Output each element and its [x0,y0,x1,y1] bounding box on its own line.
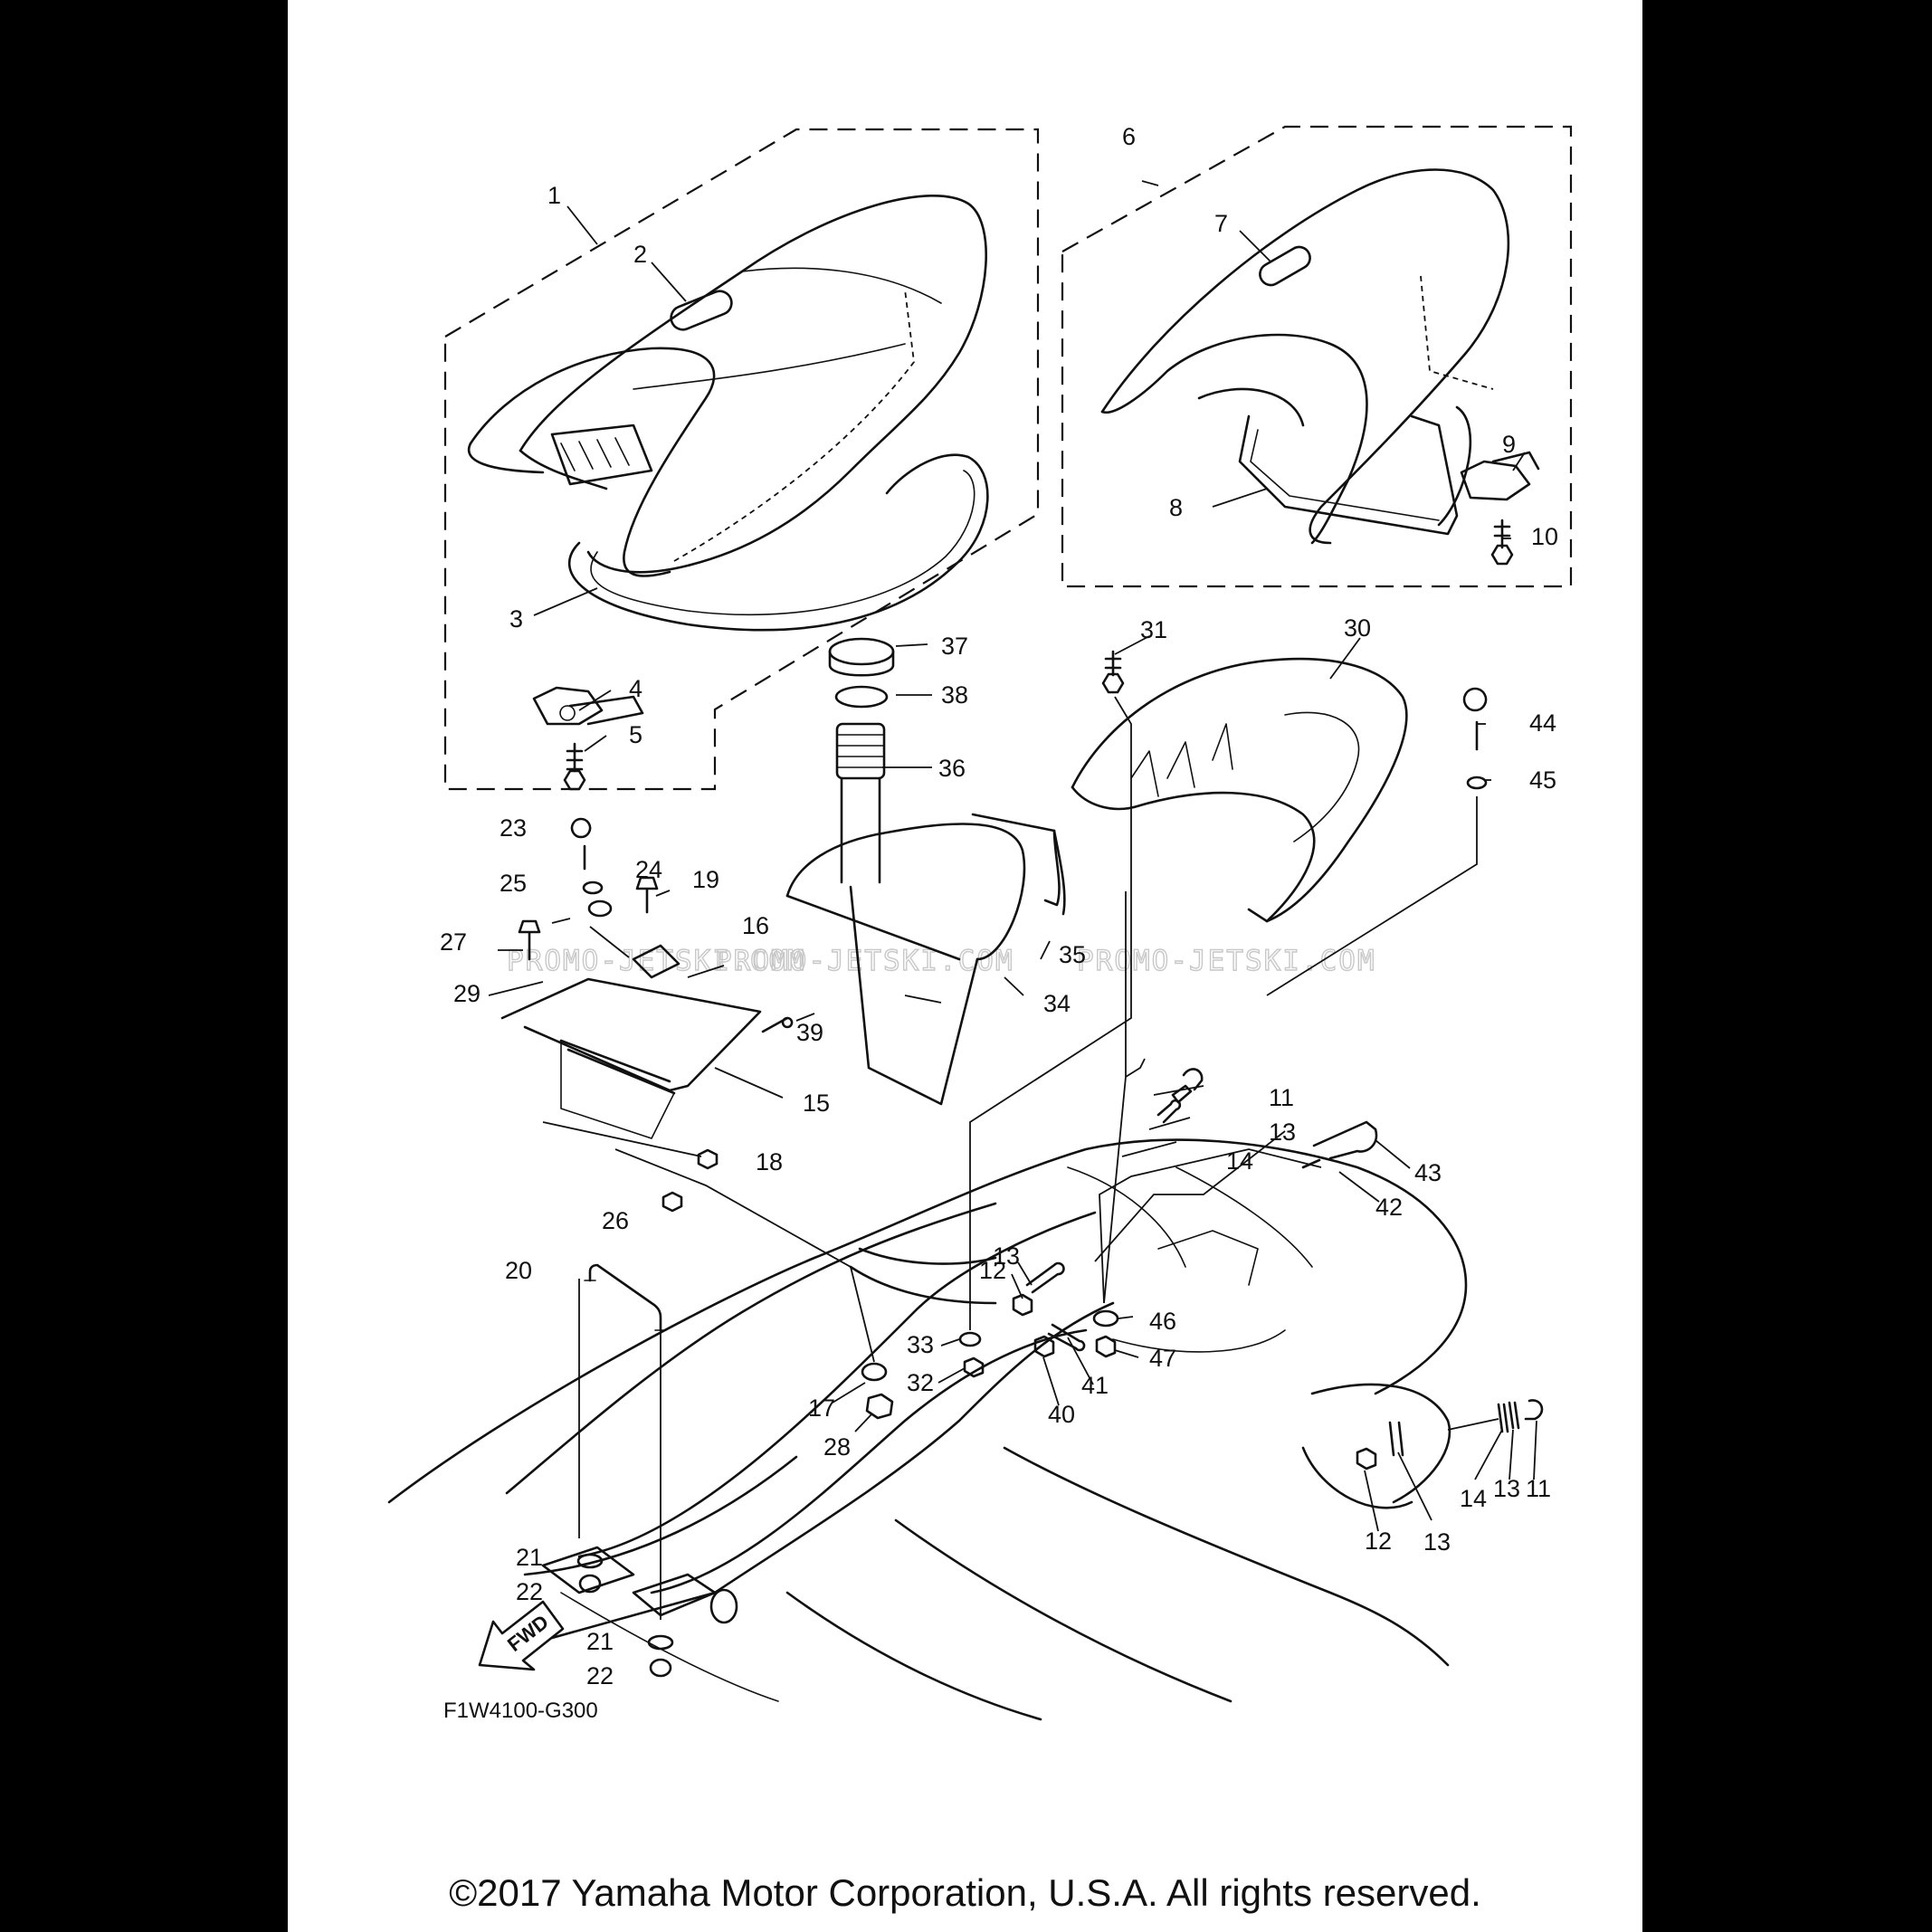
callout-20: 20 [505,1257,532,1284]
callout-32: 32 [907,1369,934,1396]
drawing-code: F1W4100-G300 [443,1699,598,1723]
callout-37: 37 [941,633,968,660]
callout-33: 33 [907,1331,934,1358]
fwd-label: FWD [503,1610,553,1656]
callout-31: 31 [1140,616,1167,643]
callout-18: 18 [756,1148,783,1175]
callout-45: 45 [1529,766,1556,794]
callout-5: 5 [629,721,642,748]
callout-11: 11 [1269,1084,1294,1111]
front-seat [467,194,989,791]
callout-3: 3 [509,605,523,633]
callout-17: 17 [808,1394,835,1422]
hardware [518,817,1544,1678]
callout-46: 46 [1149,1308,1176,1335]
callout-15: 15 [803,1090,830,1117]
watermark: PROMO-JETSKI.COM PROMO-JETSKI.COM PROMO-… [506,944,1376,977]
watermark-text: PROMO-JETSKI.COM [507,945,806,977]
callout-40: 40 [1048,1401,1075,1428]
callout-14: 14 [1460,1485,1487,1512]
callout-9: 9 [1502,431,1516,458]
hull-deck [387,1138,1468,1721]
callout-11: 11 [1526,1475,1551,1502]
callout-39: 39 [796,1019,823,1046]
rear-seat-assembly-box [1061,125,1573,588]
diagram-sheet [288,0,1642,1932]
rear-seat [1100,168,1540,566]
callout-16: 16 [742,912,769,939]
storage-bucket [785,637,1066,1106]
watermark-text: PROMO-JETSKI.COM [715,945,1014,977]
callout-21: 21 [586,1628,614,1655]
callout-13: 13 [993,1242,1020,1270]
callout-28: 28 [823,1433,851,1461]
callout-38: 38 [941,681,968,709]
callout-25: 25 [500,870,527,897]
callout-44: 44 [1529,709,1556,737]
callout-13: 13 [1493,1475,1520,1502]
callout-27: 27 [440,928,467,956]
callout-21: 21 [516,1544,543,1571]
callout-22: 22 [586,1662,614,1689]
bracket [500,944,762,1139]
copyright-notice: ©2017 Yamaha Motor Corporation, U.S.A. A… [449,1871,1481,1914]
callout-36: 36 [938,755,966,782]
callout-8: 8 [1169,494,1183,521]
callout-35: 35 [1059,941,1086,968]
callout-23: 23 [500,814,527,842]
callout-1: 1 [547,182,561,209]
callout-7: 7 [1214,210,1228,237]
callout-12: 12 [979,1257,1006,1284]
callout-43: 43 [1414,1159,1442,1186]
leader-lines [488,180,1537,1620]
callout-13: 13 [1423,1528,1451,1556]
callout-22: 22 [516,1578,543,1605]
storage-tray [1071,650,1488,923]
callout-12: 12 [1365,1528,1392,1555]
callout-30: 30 [1344,614,1371,642]
callout-42: 42 [1375,1194,1403,1221]
callout-6: 6 [1122,123,1136,150]
callout-34: 34 [1043,990,1071,1017]
callout-2: 2 [633,241,647,268]
callout-41: 41 [1081,1372,1109,1399]
callout-13: 13 [1269,1118,1296,1146]
callout-14: 14 [1226,1147,1253,1175]
callout-29: 29 [453,980,481,1007]
callout-19: 19 [692,866,719,893]
callout-26: 26 [602,1207,629,1234]
forward-direction-arrow: FWD [478,1600,565,1671]
callout-4: 4 [629,675,642,702]
callout-labels: 1 2 3 4 5 6 7 8 9 10 11 13 14 43 42 13 1… [440,123,1558,1689]
callout-10: 10 [1531,523,1558,550]
callout-47: 47 [1149,1345,1176,1372]
watermark-text: PROMO-JETSKI.COM [1077,945,1376,977]
callout-24: 24 [635,856,662,883]
